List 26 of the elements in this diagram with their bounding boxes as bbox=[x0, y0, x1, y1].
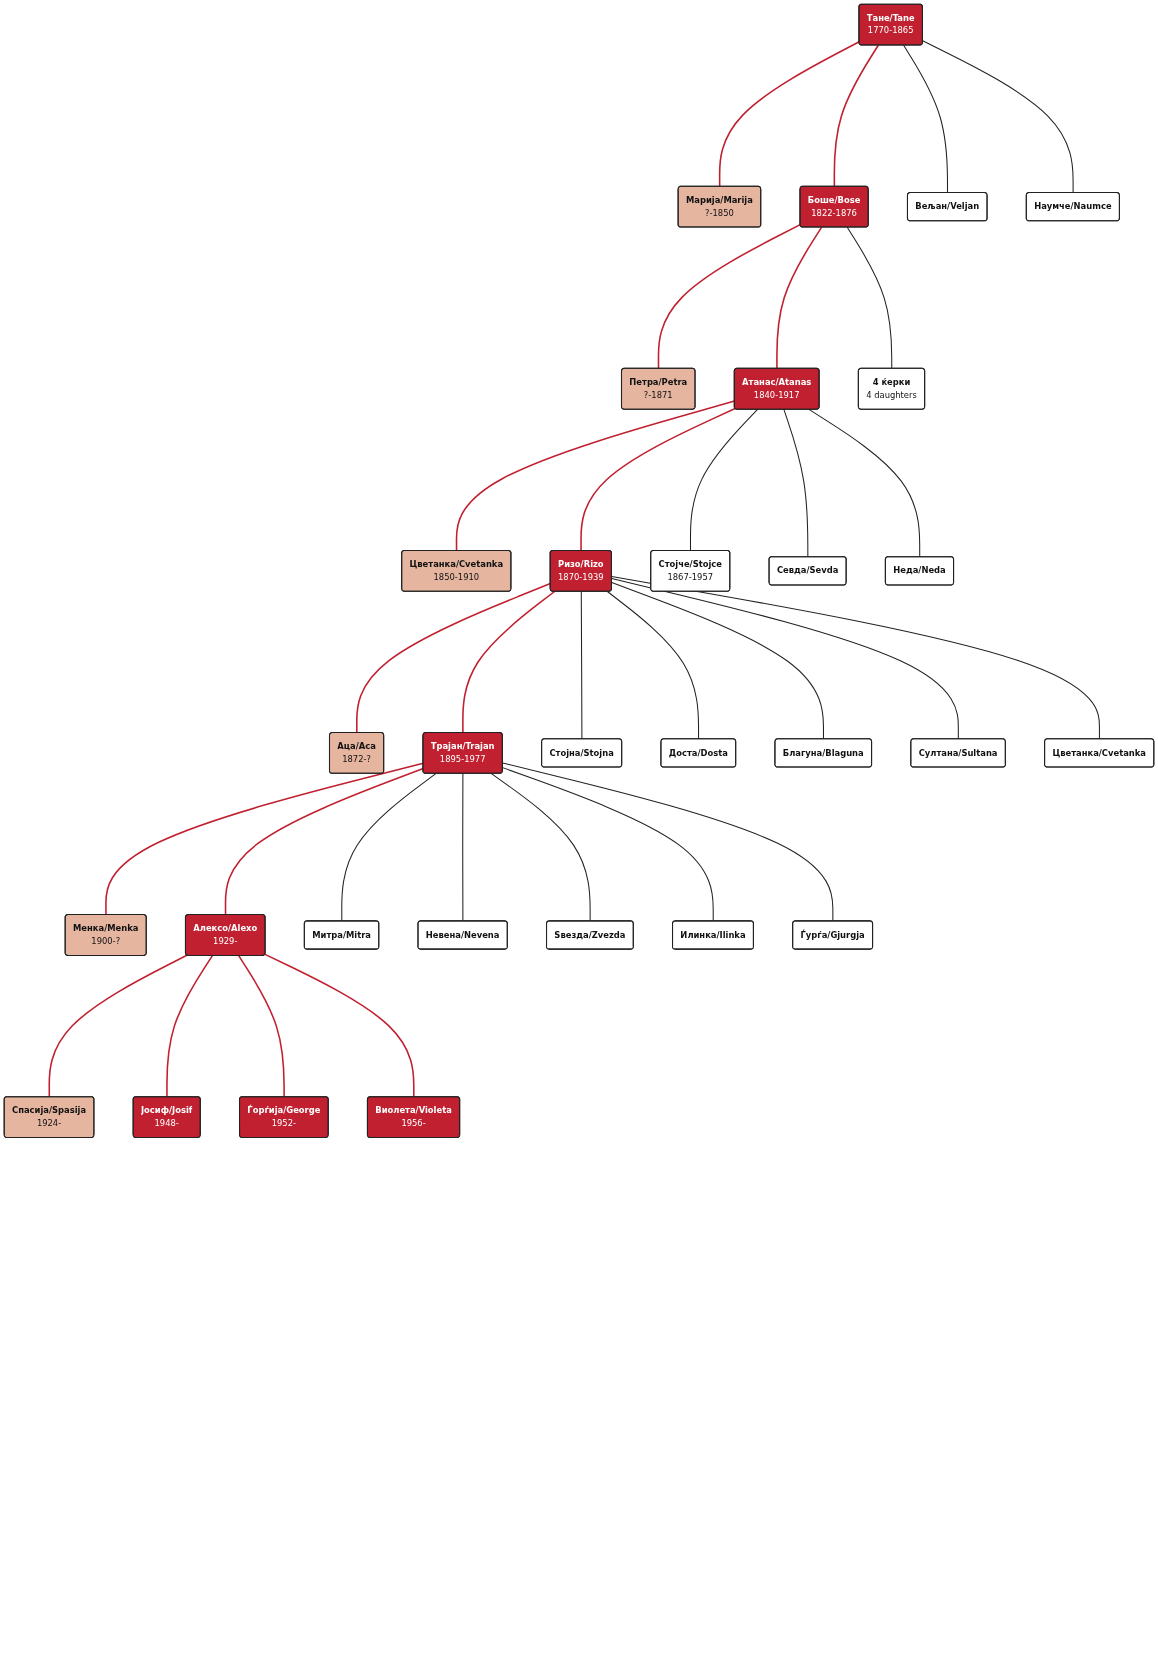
connector bbox=[903, 44, 949, 194]
connector bbox=[808, 408, 921, 558]
connector bbox=[580, 590, 583, 740]
connector bbox=[490, 773, 591, 922]
connector bbox=[166, 954, 214, 1098]
connector bbox=[718, 40, 860, 188]
connector bbox=[611, 582, 825, 740]
connector bbox=[846, 226, 893, 370]
connector bbox=[341, 773, 437, 922]
connector bbox=[264, 953, 415, 1098]
connector bbox=[611, 575, 1100, 740]
connector bbox=[502, 762, 834, 922]
connector bbox=[580, 407, 736, 552]
connector bbox=[922, 40, 1074, 194]
connector bbox=[48, 954, 188, 1098]
connector bbox=[237, 954, 285, 1098]
connector bbox=[689, 408, 759, 552]
connector bbox=[462, 590, 556, 734]
connector bbox=[833, 44, 880, 188]
connector bbox=[455, 400, 736, 552]
connector bbox=[776, 226, 823, 370]
connector bbox=[611, 577, 959, 740]
connector bbox=[783, 408, 809, 558]
connector bbox=[606, 590, 700, 740]
connector bbox=[502, 767, 714, 922]
connector bbox=[462, 773, 464, 922]
